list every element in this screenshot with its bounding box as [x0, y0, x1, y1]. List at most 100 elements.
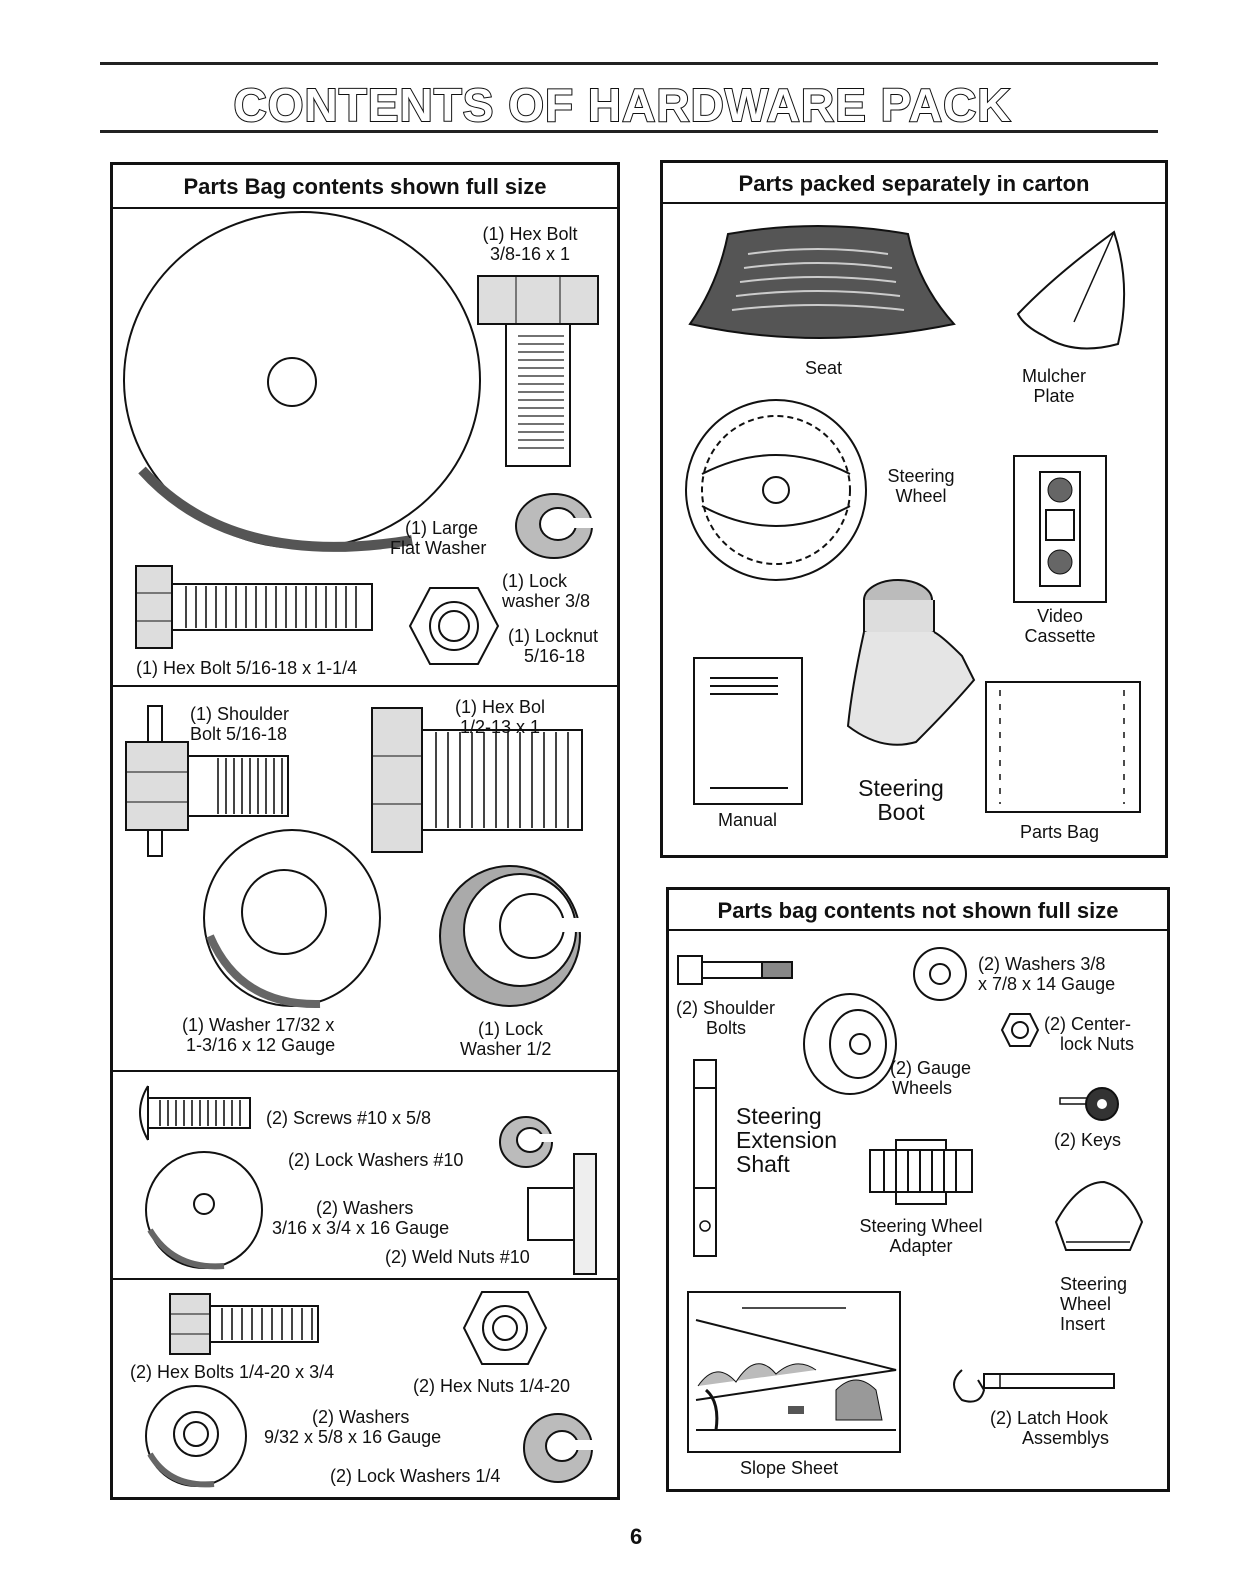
washers-316-label-1: (2) Washers — [316, 1198, 414, 1218]
carton-panel — [660, 160, 1168, 858]
steering-wheel-insert-icon — [1054, 1180, 1144, 1251]
gauge-wheels-label-1: (2) Gauge — [890, 1058, 972, 1078]
hex-bolt-12-label-1: (1) Hex Bol — [455, 697, 546, 717]
shoulder-bolt-small-icon — [677, 955, 793, 985]
hex-bolt-516-icon — [135, 565, 373, 649]
seat-icon — [688, 225, 956, 339]
lock-washer-12-label-1: (1) Lock — [478, 1019, 544, 1039]
page-number: 6 — [630, 1524, 643, 1549]
steering-ext-shaft-label-2: Extension — [736, 1127, 838, 1153]
not-full-size-panel — [666, 887, 1170, 1492]
screws-10-label: (2) Screws #10 x 5/8 — [266, 1108, 432, 1128]
lock-washer-10-icon — [499, 1116, 558, 1168]
parts-bag-label: Parts Bag — [1020, 822, 1100, 842]
locknut-label-2: 5/16-18 — [524, 646, 586, 666]
hex-bolts-14-label: (2) Hex Bolts 1/4-20 x 3/4 — [130, 1362, 335, 1382]
locknut-icon — [408, 587, 500, 665]
left-header-rule — [110, 207, 620, 209]
hex-nuts-14-label: (2) Hex Nuts 1/4-20 — [413, 1376, 571, 1396]
lock-washers-14-label: (2) Lock Washers 1/4 — [330, 1466, 501, 1486]
steering-wheel-adapter-icon — [869, 1139, 973, 1205]
washer-1732-icon — [203, 829, 381, 1009]
steering-wheel-insert-label-2: Wheel — [1060, 1294, 1112, 1314]
large-flat-washer-icon — [123, 211, 481, 552]
shoulder-bolt-label-2: Bolt 5/16-18 — [190, 724, 288, 744]
washer-1732-label-2: 1-3/16 x 12 Gauge — [186, 1035, 336, 1055]
large-washer-label-2: Flat Washer — [390, 538, 487, 558]
keys-label: (2) Keys — [1054, 1130, 1122, 1150]
mulcher-plate-icon — [1016, 230, 1126, 350]
key-icon — [1059, 1087, 1119, 1121]
mulcher-plate-label-1: Mulcher — [1021, 366, 1087, 386]
washers-38-label-2: x 7/8 x 14 Gauge — [978, 974, 1116, 994]
video-cassette-icon — [1013, 455, 1107, 603]
carton-header-rule — [660, 202, 1168, 204]
slope-sheet-icon — [687, 1291, 901, 1453]
steering-wheel-label-2: Wheel — [895, 486, 947, 506]
steering-wheel-label-1: Steering — [887, 466, 955, 486]
hex-bolt-12-label-2: 1/2-13 x 1 — [460, 717, 541, 737]
not-full-size-header: Parts bag contents not shown full size — [717, 898, 1119, 923]
steering-extension-shaft-icon — [693, 1059, 717, 1257]
hex-nut-icon — [462, 1291, 548, 1365]
gauge-wheel-icon — [803, 993, 897, 1095]
lock-washer-14-icon — [523, 1413, 598, 1483]
center-lock-nuts-label-2: lock Nuts — [1060, 1034, 1135, 1054]
manual-label: Manual — [718, 810, 778, 830]
washer-932-icon — [145, 1385, 247, 1488]
shoulder-bolts-label-2: Bolts — [706, 1018, 747, 1038]
steering-wheel-icon — [685, 399, 867, 581]
left-divider-2 — [110, 1070, 620, 1072]
page-title: CONTENTS OF HARDWARE PACK — [232, 78, 1012, 132]
left-divider-3 — [110, 1278, 620, 1280]
left-panel — [110, 162, 620, 1500]
lock-washer-12-icon — [439, 865, 588, 1007]
parts-bag-icon — [985, 681, 1141, 813]
left-panel-header: Parts Bag contents shown full size — [183, 174, 547, 199]
lock-washer-12-label-2: Washer 1/2 — [460, 1039, 552, 1059]
lock-washers-10-label: (2) Lock Washers #10 — [288, 1150, 464, 1170]
carton-panel-header: Parts packed separately in carton — [738, 171, 1090, 196]
steering-ext-shaft-label-1: Steering — [736, 1103, 822, 1129]
steering-wheel-insert-label-1: Steering — [1060, 1274, 1128, 1294]
hex-bolt-14-icon — [169, 1293, 319, 1355]
washer-38-icon — [913, 947, 967, 1001]
weld-nut-icon — [527, 1153, 597, 1275]
video-cassette-label-1: Video — [1037, 606, 1083, 626]
gauge-wheels-label-2: Wheels — [892, 1078, 953, 1098]
video-cassette-label-2: Cassette — [1024, 626, 1096, 646]
hex-bolt-icon — [477, 275, 599, 467]
lock-washer-38-label-2: washer 3/8 — [502, 591, 591, 611]
lock-washer-38-label-1: (1) Lock — [502, 571, 568, 591]
lock-washer-icon — [515, 493, 596, 559]
mulcher-plate-label-2: Plate — [1033, 386, 1075, 406]
large-washer-label-1: (1) Large — [405, 518, 479, 538]
weld-nuts-label: (2) Weld Nuts #10 — [385, 1247, 530, 1267]
hex-bolt-38-label-1: (1) Hex Bolt — [482, 224, 578, 244]
steering-wheel-adapter-label-1: Steering Wheel — [859, 1216, 983, 1236]
title-rule-top — [100, 62, 1158, 65]
locknut-label-1: (1) Locknut — [508, 626, 599, 646]
hex-bolt-12-icon — [371, 707, 583, 853]
steering-boot-label-2: Boot — [877, 799, 925, 825]
hex-bolt-516-label: (1) Hex Bolt 5/16-18 x 1-1/4 — [136, 658, 358, 678]
screw-icon — [139, 1085, 251, 1141]
left-divider-1 — [110, 685, 620, 687]
washer-316-icon — [145, 1151, 263, 1270]
latch-hook-label-2: Assemblys — [1022, 1428, 1110, 1448]
not-full-size-header-rule — [666, 929, 1170, 931]
latch-hook-label-1: (2) Latch Hook — [990, 1408, 1109, 1428]
shoulder-bolt-icon — [125, 705, 289, 857]
manual-icon — [693, 657, 803, 805]
washers-316-label-2: 3/16 x 3/4 x 16 Gauge — [272, 1218, 450, 1238]
shoulder-bolts-label-1: (2) Shoulder — [676, 998, 776, 1018]
center-lock-nuts-label-1: (2) Center- — [1044, 1014, 1132, 1034]
steering-ext-shaft-label-3: Shaft — [736, 1151, 790, 1177]
shoulder-bolt-label-1: (1) Shoulder — [190, 704, 290, 724]
steering-boot-icon — [846, 579, 976, 746]
steering-boot-label-1: Steering — [858, 775, 944, 801]
slope-sheet-label: Slope Sheet — [740, 1458, 839, 1478]
latch-hook-icon — [953, 1369, 1115, 1403]
washers-38-label-1: (2) Washers 3/8 — [978, 954, 1106, 974]
steering-wheel-adapter-label-2: Adapter — [889, 1236, 953, 1256]
